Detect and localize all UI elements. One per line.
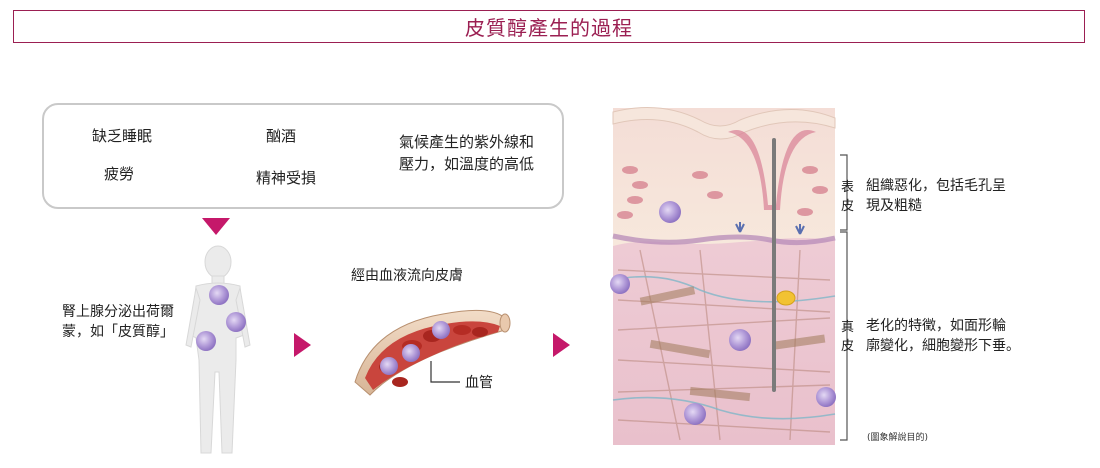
cortisol-molecule-icon [226, 312, 246, 332]
layer-brackets [840, 154, 848, 441]
cause-climate-line1: 氣候產生的紫外線和 [399, 133, 535, 151]
epidermis-description: 組織惡化，包括毛孔呈 現及粗糙 [866, 176, 1026, 216]
cause-climate-line2: 壓力，如溫度的高低 [399, 155, 535, 173]
dermis-description: 老化的特徵，如面形輪 廓變化，細胞變形下垂。 [866, 316, 1026, 356]
page-title: 皮質醇產生的過程 [465, 16, 633, 40]
cause-fatigue: 疲勞 [104, 165, 135, 183]
skin-cross-section-icon [612, 107, 836, 445]
right-arrow-icon [294, 333, 311, 357]
epidermis-description-line1: 組織惡化，包括毛孔呈 [866, 178, 1006, 194]
epidermis-description-line2: 現及粗糙 [866, 198, 922, 214]
cortisol-molecule-icon [610, 274, 630, 294]
cortisol-molecule-icon [729, 329, 751, 351]
cause-lack-of-sleep: 缺乏睡眠 [92, 127, 153, 145]
adrenal-label-line2: 蒙，如「皮質醇」 [62, 324, 174, 340]
blood-flow-label: 經由血液流向皮膚 [351, 268, 463, 284]
adrenal-label-line1: 腎上腺分泌出荷爾 [62, 304, 174, 320]
cortisol-molecule-icon [402, 344, 420, 362]
dermis-label: 真皮 [841, 320, 855, 354]
cause-climate-stress: 氣候產生的紫外線和 壓力，如溫度的高低 [399, 131, 534, 175]
cortisol-molecule-icon [380, 357, 398, 375]
adrenal-label: 腎上腺分泌出荷爾 蒙，如「皮質醇」 [62, 302, 187, 342]
cortisol-molecule-icon [196, 331, 216, 351]
dermis-description-line2: 廓變化，細胞變形下垂。 [866, 338, 1020, 354]
down-arrow-icon [202, 218, 230, 235]
epidermis-label: 表皮 [841, 180, 855, 214]
human-silhouette-icon [185, 245, 251, 454]
right-arrow-icon [553, 333, 570, 357]
vessel-leader-line [430, 361, 460, 383]
cortisol-molecule-icon [816, 387, 836, 407]
illustration-note: (圖象解說目的) [867, 433, 929, 443]
cortisol-molecule-icon [432, 321, 450, 339]
cortisol-molecule-icon [209, 285, 229, 305]
causes-box: 缺乏睡眠 酗酒 氣候產生的紫外線和 壓力，如溫度的高低 疲勞 精神受損 [42, 103, 564, 209]
cortisol-molecule-icon [659, 201, 681, 223]
cause-alcohol: 酗酒 [266, 127, 297, 145]
title-box: 皮質醇產生的過程 [13, 10, 1085, 43]
cause-mental-damage: 精神受損 [256, 169, 317, 187]
vessel-label: 血管 [465, 375, 493, 391]
dermis-description-line1: 老化的特徵，如面形輪 [866, 318, 1006, 334]
cortisol-molecule-icon [684, 403, 706, 425]
